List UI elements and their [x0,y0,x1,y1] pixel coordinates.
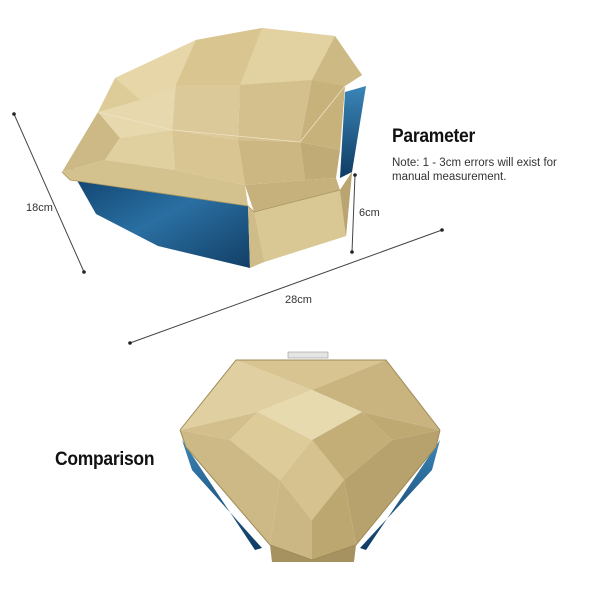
height-label: 6cm [359,207,380,219]
nail-lamp-side-view [61,28,366,268]
depth-label: 18cm [26,202,53,214]
comparison-heading: Comparison [55,449,155,470]
parameter-heading: Parameter [392,126,476,147]
measurement-note: Note: 1 - 3cm errors will exist for manu… [392,157,557,183]
dimension-lines [12,112,444,345]
nail-lamp-top-view [179,351,441,562]
width-label: 28cm [285,294,312,306]
